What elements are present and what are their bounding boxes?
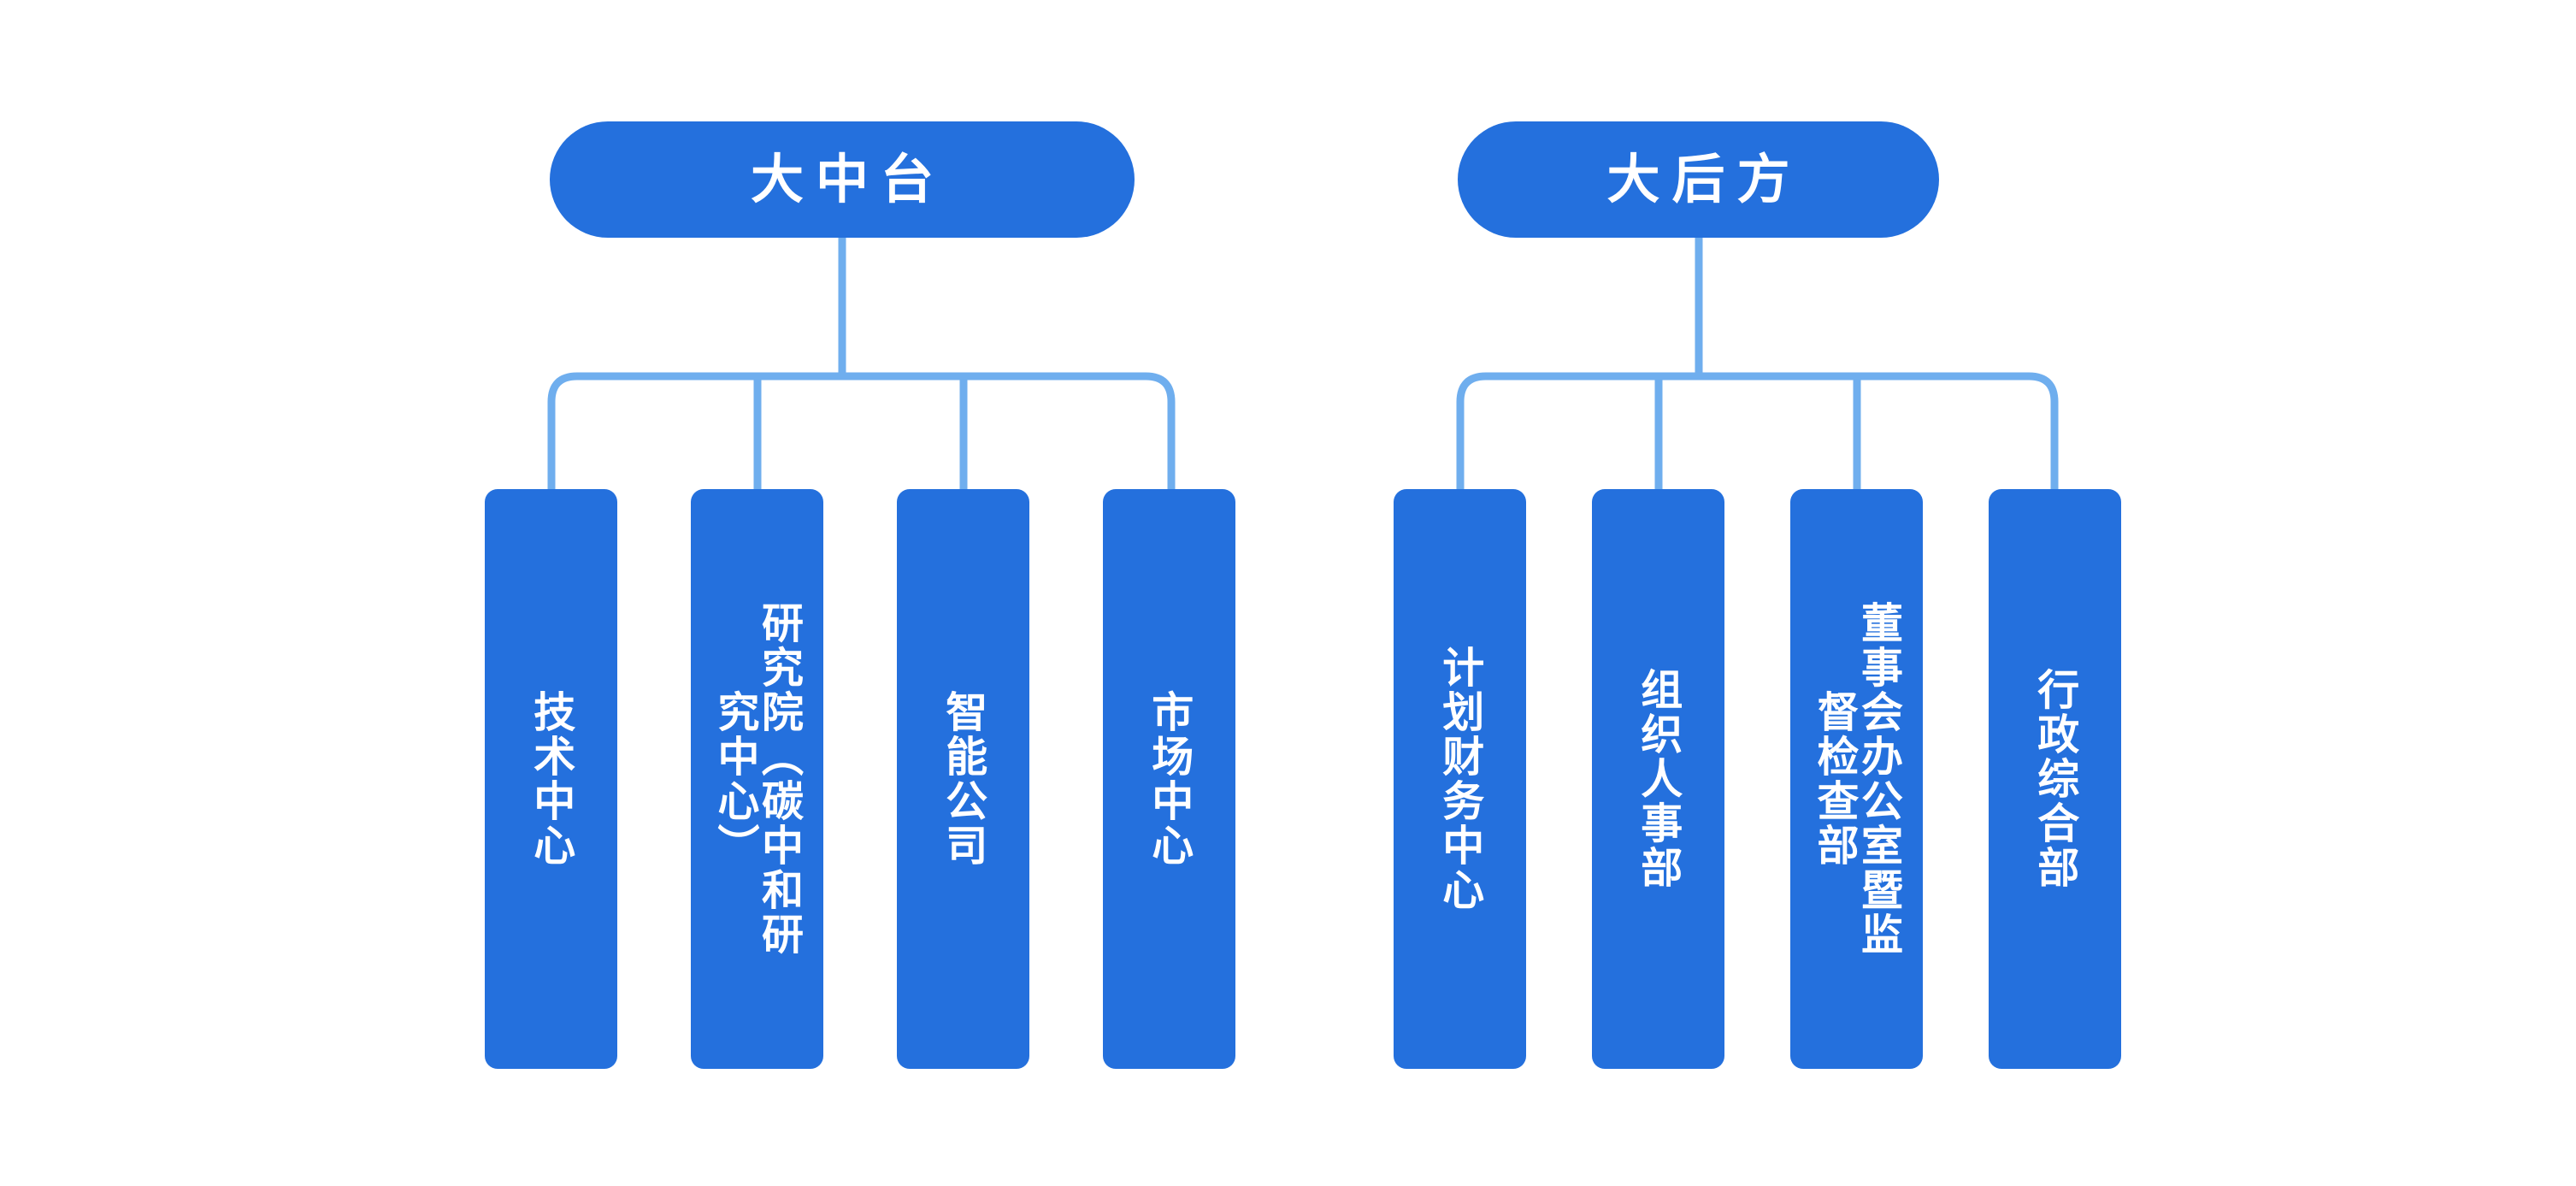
node-label: 研究院（碳中和研究中心） bbox=[710, 601, 804, 957]
group-header-big-rear-support[interactable]: 大后方 bbox=[1458, 121, 1939, 238]
node-label: 技术中心 bbox=[527, 690, 576, 868]
node-research-institute[interactable]: 研究院（碳中和研究中心） bbox=[691, 489, 823, 1069]
node-label: 市场中心 bbox=[1145, 690, 1194, 868]
connector-bus-right bbox=[547, 372, 1176, 489]
group-header-big-middle-platform[interactable]: 大中台 bbox=[550, 121, 1135, 238]
org-group-big-middle-platform: 大中台 技术中心 研究院（碳中和研究中心） 智能公司 市场中心 bbox=[0, 0, 1282, 1186]
node-label: 董事会办公室暨监督检查部 bbox=[1810, 601, 1903, 957]
node-label: 组织人事部 bbox=[1634, 668, 1683, 890]
node-planning-finance-center[interactable]: 计划财务中心 bbox=[1394, 489, 1526, 1069]
node-board-office-supervision[interactable]: 董事会办公室暨监督检查部 bbox=[1790, 489, 1923, 1069]
group-header-label: 大后方 bbox=[1606, 148, 1802, 210]
node-organization-personnel[interactable]: 组织人事部 bbox=[1592, 489, 1724, 1069]
connector-bus-right bbox=[1456, 372, 2059, 489]
card-row-right: 计划财务中心 组织人事部 董事会办公室暨监督检查部 行政综合部 bbox=[1394, 489, 2146, 1069]
node-administration-general[interactable]: 行政综合部 bbox=[1989, 489, 2121, 1069]
org-group-big-rear-support: 大后方 计划财务中心 组织人事部 董事会办公室暨监督检查部 行政综合部 bbox=[1282, 0, 2576, 1186]
node-market-center[interactable]: 市场中心 bbox=[1103, 489, 1235, 1069]
node-label: 计划财务中心 bbox=[1435, 646, 1485, 912]
group-header-label: 大中台 bbox=[750, 148, 946, 210]
card-row-left: 技术中心 研究院（碳中和研究中心） 智能公司 市场中心 bbox=[485, 489, 1237, 1069]
node-intelligent-company[interactable]: 智能公司 bbox=[897, 489, 1029, 1069]
node-tech-center[interactable]: 技术中心 bbox=[485, 489, 617, 1069]
node-label: 智能公司 bbox=[939, 690, 988, 868]
node-label: 行政综合部 bbox=[2031, 668, 2080, 890]
